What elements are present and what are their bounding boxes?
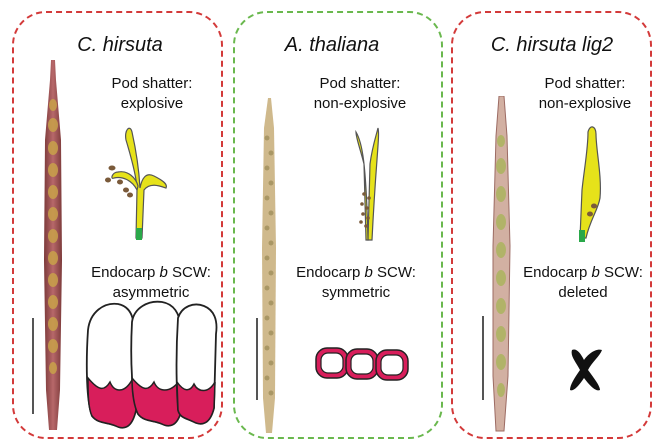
pod-shatter-heading: Pod shatter: — [515, 74, 655, 94]
scw-heading: Endocarp b SCW: — [76, 263, 226, 283]
scw-label: Endocarp b SCW: symmetric — [281, 263, 431, 303]
scw-heading: Endocarp b SCW: — [508, 263, 657, 283]
scw-value: symmetric — [281, 283, 431, 303]
deleted-cross-icon — [566, 344, 608, 394]
scale-bar — [256, 318, 258, 400]
panel-title: C. hirsuta lig2 — [452, 34, 652, 57]
pod-shatter-label: Pod shatter: explosive — [82, 74, 222, 114]
pod-shatter-heading: Pod shatter: — [82, 74, 222, 94]
panel-title: A. thaliana — [232, 34, 432, 57]
silique-c-hirsuta — [38, 60, 68, 436]
asymmetric-scw-illustration — [84, 300, 220, 434]
scw-label: Endocarp b SCW: deleted — [508, 263, 657, 303]
panel-title: C. hirsuta — [20, 34, 220, 57]
scw-heading: Endocarp b SCW: — [281, 263, 431, 283]
scale-bar — [482, 316, 484, 400]
symmetric-scw-illustration — [314, 344, 412, 384]
scale-bar — [32, 318, 34, 414]
pod-shatter-heading: Pod shatter: — [290, 74, 430, 94]
pod-shatter-value: non-explosive — [290, 94, 430, 114]
scw-value: deleted — [508, 283, 657, 303]
pod-shatter-value: explosive — [82, 94, 222, 114]
pod-shatter-label: Pod shatter: non-explosive — [515, 74, 655, 114]
silique-a-thaliana — [256, 98, 282, 436]
non-explosive-lig2-pod-illustration — [574, 120, 614, 246]
scw-label: Endocarp b SCW: asymmetric — [76, 263, 226, 303]
pod-shatter-label: Pod shatter: non-explosive — [290, 74, 430, 114]
pod-shatter-value: non-explosive — [515, 94, 655, 114]
explosive-pod-illustration — [104, 120, 174, 244]
non-explosive-pod-illustration — [348, 124, 388, 244]
silique-c-hirsuta-lig2 — [484, 96, 524, 436]
